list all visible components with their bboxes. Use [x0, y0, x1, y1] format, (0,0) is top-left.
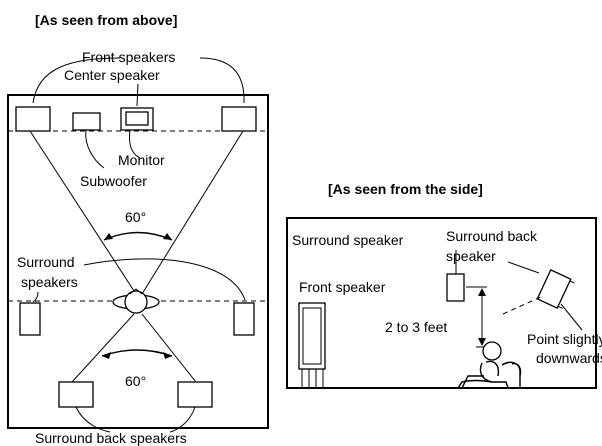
surround-speakers-bracket-left [32, 291, 39, 303]
front-speaker-side-inner [302, 307, 322, 365]
listener-nose-icon [129, 288, 143, 295]
listening-line-front-left [29, 130, 137, 295]
center-speaker-leader [136, 83, 139, 107]
height-label: 2 to 3 feet [385, 319, 447, 335]
surround-back-speakers-label: Surround back speakers [35, 430, 187, 446]
back-angle-arc [101, 349, 173, 357]
subwoofer-leader [85, 129, 105, 169]
surround-back-left-speaker-icon [58, 381, 94, 408]
front-angle-arc [103, 231, 173, 241]
front-angle-label: 60° [125, 209, 146, 225]
point-downwards-leader [560, 303, 583, 331]
height-dim-arrow-up [478, 288, 486, 296]
surround-back-speaker-label-line1: Surround back [446, 228, 538, 244]
surround-back-bracket-left [75, 406, 111, 433]
front-angle-arrow-right [163, 233, 172, 240]
sight-line [502, 295, 544, 315]
listening-line-back-right [141, 313, 197, 383]
monitor-leader [129, 129, 141, 159]
surround-speakers-bracket-right [83, 258, 246, 301]
surround-back-speaker-label-line2: speaker [446, 248, 496, 264]
surround-left-speaker-icon [19, 302, 41, 336]
surround-back-speaker-side-icon [536, 268, 575, 310]
front-angle-arrow-left [104, 233, 113, 240]
subwoofer-icon [72, 112, 101, 131]
monitor-screen-icon [125, 111, 149, 126]
point-downwards-label-line2: downwards [536, 350, 602, 366]
front-speakers-label: Front speakers [82, 49, 175, 65]
surround-right-speaker-icon [233, 302, 255, 336]
side-view: [As seen from the side] Surround speaker… [286, 181, 602, 389]
front-speakers-bracket-right [199, 57, 245, 104]
surround-speaker-label: Surround speaker [292, 232, 404, 248]
subwoofer-label: Subwoofer [80, 173, 147, 189]
surround-speakers-label-line1: Surround [17, 254, 75, 270]
top-view: [As seen from above] Front speakers Cent… [7, 12, 269, 446]
surround-back-speaker-leader [507, 261, 540, 274]
front-left-speaker-icon [15, 106, 51, 132]
back-angle-arrow-left [102, 352, 111, 359]
listening-line-back-left [71, 313, 135, 383]
back-angle-label: 60° [125, 373, 146, 389]
front-right-speaker-icon [221, 106, 257, 132]
height-dim-arrow-down [478, 338, 486, 346]
front-speaker-label: Front speaker [299, 279, 386, 295]
surround-back-bracket-right [169, 406, 196, 433]
seated-listener-icon [457, 341, 522, 389]
front-speakers-bracket-left [32, 57, 121, 104]
back-angle-arrow-right [163, 352, 172, 359]
side-view-heading: [As seen from the side] [328, 181, 483, 197]
center-speaker-label: Center speaker [64, 67, 160, 83]
top-view-heading: [As seen from above] [35, 12, 177, 28]
point-downwards-label-line1: Point slightly [527, 331, 602, 347]
listener-head-icon [124, 290, 148, 314]
monitor-label: Monitor [118, 152, 165, 168]
listening-line-front-right [141, 130, 244, 295]
surround-speaker-side-icon [446, 273, 465, 302]
side-view-room [286, 217, 597, 389]
surround-speakers-label-line2: speakers [21, 274, 78, 290]
surround-back-right-speaker-icon [177, 381, 213, 408]
